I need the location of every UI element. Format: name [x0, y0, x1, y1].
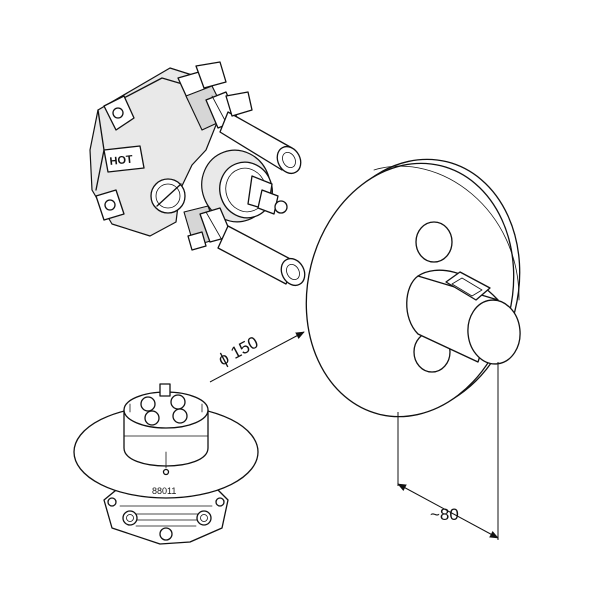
installation-kit: 88011 [73, 383, 259, 545]
trim-assembly [305, 158, 521, 418]
upper-pipe [219, 111, 293, 171]
spindle-tip [274, 200, 288, 214]
lower-pipe [217, 225, 297, 285]
mounting-bolts [129, 383, 203, 426]
top-fitting [195, 61, 227, 89]
box-port-left [122, 510, 138, 526]
central-cartridge-fitting [201, 149, 288, 223]
part-number-label: 88011 [152, 486, 176, 496]
mounting-lug-top [103, 95, 135, 131]
diameter-label: ϕ 150 [215, 333, 262, 370]
mounting-lug-bottom [95, 189, 125, 221]
safety-button [445, 271, 491, 301]
valve-body-assembly: HOT [89, 61, 306, 287]
hot-marking-label: HOT [109, 154, 134, 168]
handle-end-cap [467, 299, 521, 365]
depth-dimension-line [397, 483, 499, 539]
depth-label: ~80 [430, 505, 459, 524]
locating-pin [162, 468, 170, 476]
diameter-leader [209, 331, 305, 383]
box-port-right [196, 510, 212, 526]
upper-boss [415, 221, 453, 263]
lower-outlet [183, 205, 306, 287]
upper-outlet [185, 85, 302, 175]
